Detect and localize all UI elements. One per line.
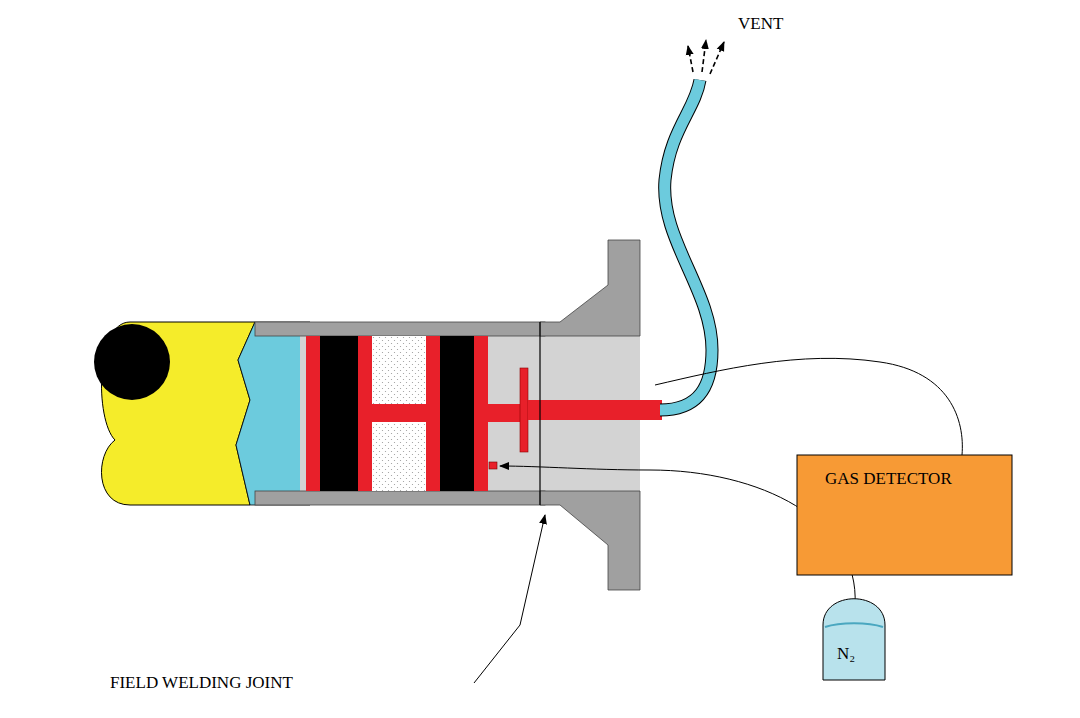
node-label: GAS DETECTOR [825, 469, 1018, 489]
nitrogen-cylinder: N₂ [823, 628, 891, 678]
vent-label: VENT [738, 14, 783, 34]
gas-detector-box: GAS DETECTOR [797, 455, 1018, 575]
weld-joint-label: FIELD WELDING JOINT [110, 673, 293, 693]
node-label: N₂ [837, 644, 891, 664]
